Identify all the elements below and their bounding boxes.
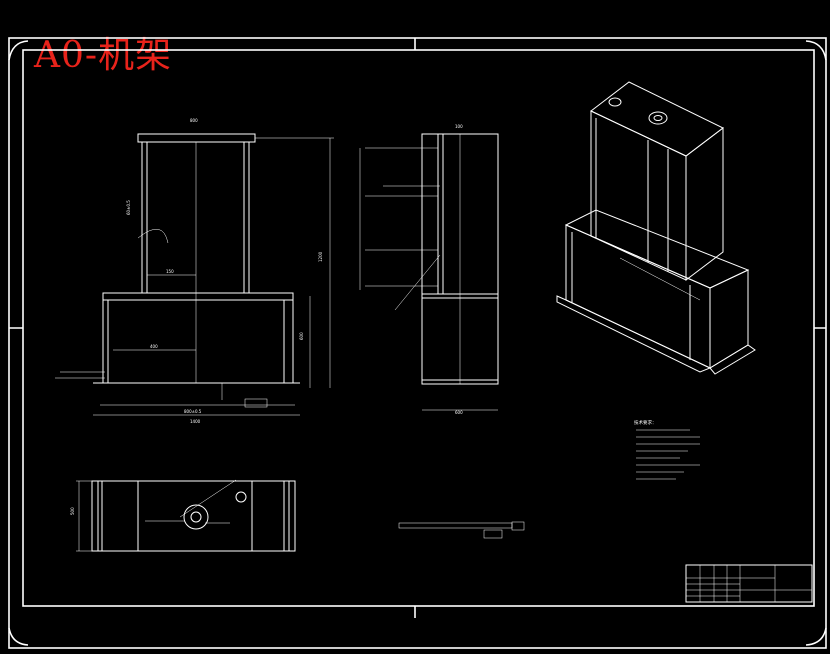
svg-text:150: 150	[166, 269, 174, 274]
drawing-title: A0-机架	[34, 35, 173, 76]
front-view: 800 800±0.5 1400 400 150 1200 600 60±0.5	[55, 118, 334, 424]
svg-text:1400: 1400	[190, 419, 201, 424]
svg-text:技术要求：: 技术要求：	[634, 419, 657, 426]
svg-text:100: 100	[455, 124, 463, 129]
drawing-frame	[8, 37, 827, 649]
svg-text:60±0.5: 60±0.5	[126, 200, 131, 215]
svg-text:500: 500	[70, 507, 75, 515]
svg-text:800±0.5: 800±0.5	[184, 409, 202, 414]
svg-text:800: 800	[190, 118, 198, 123]
scale-bar	[398, 521, 525, 539]
isometric-view	[556, 81, 756, 375]
svg-text:600: 600	[455, 410, 463, 415]
technical-notes: 技术要求：	[634, 419, 700, 480]
svg-text:1200: 1200	[318, 251, 323, 262]
title-block	[685, 564, 813, 603]
top-view: 500	[70, 479, 296, 552]
svg-text:600: 600	[299, 332, 304, 340]
side-view: 600 100	[359, 124, 499, 415]
svg-text:400: 400	[150, 344, 158, 349]
